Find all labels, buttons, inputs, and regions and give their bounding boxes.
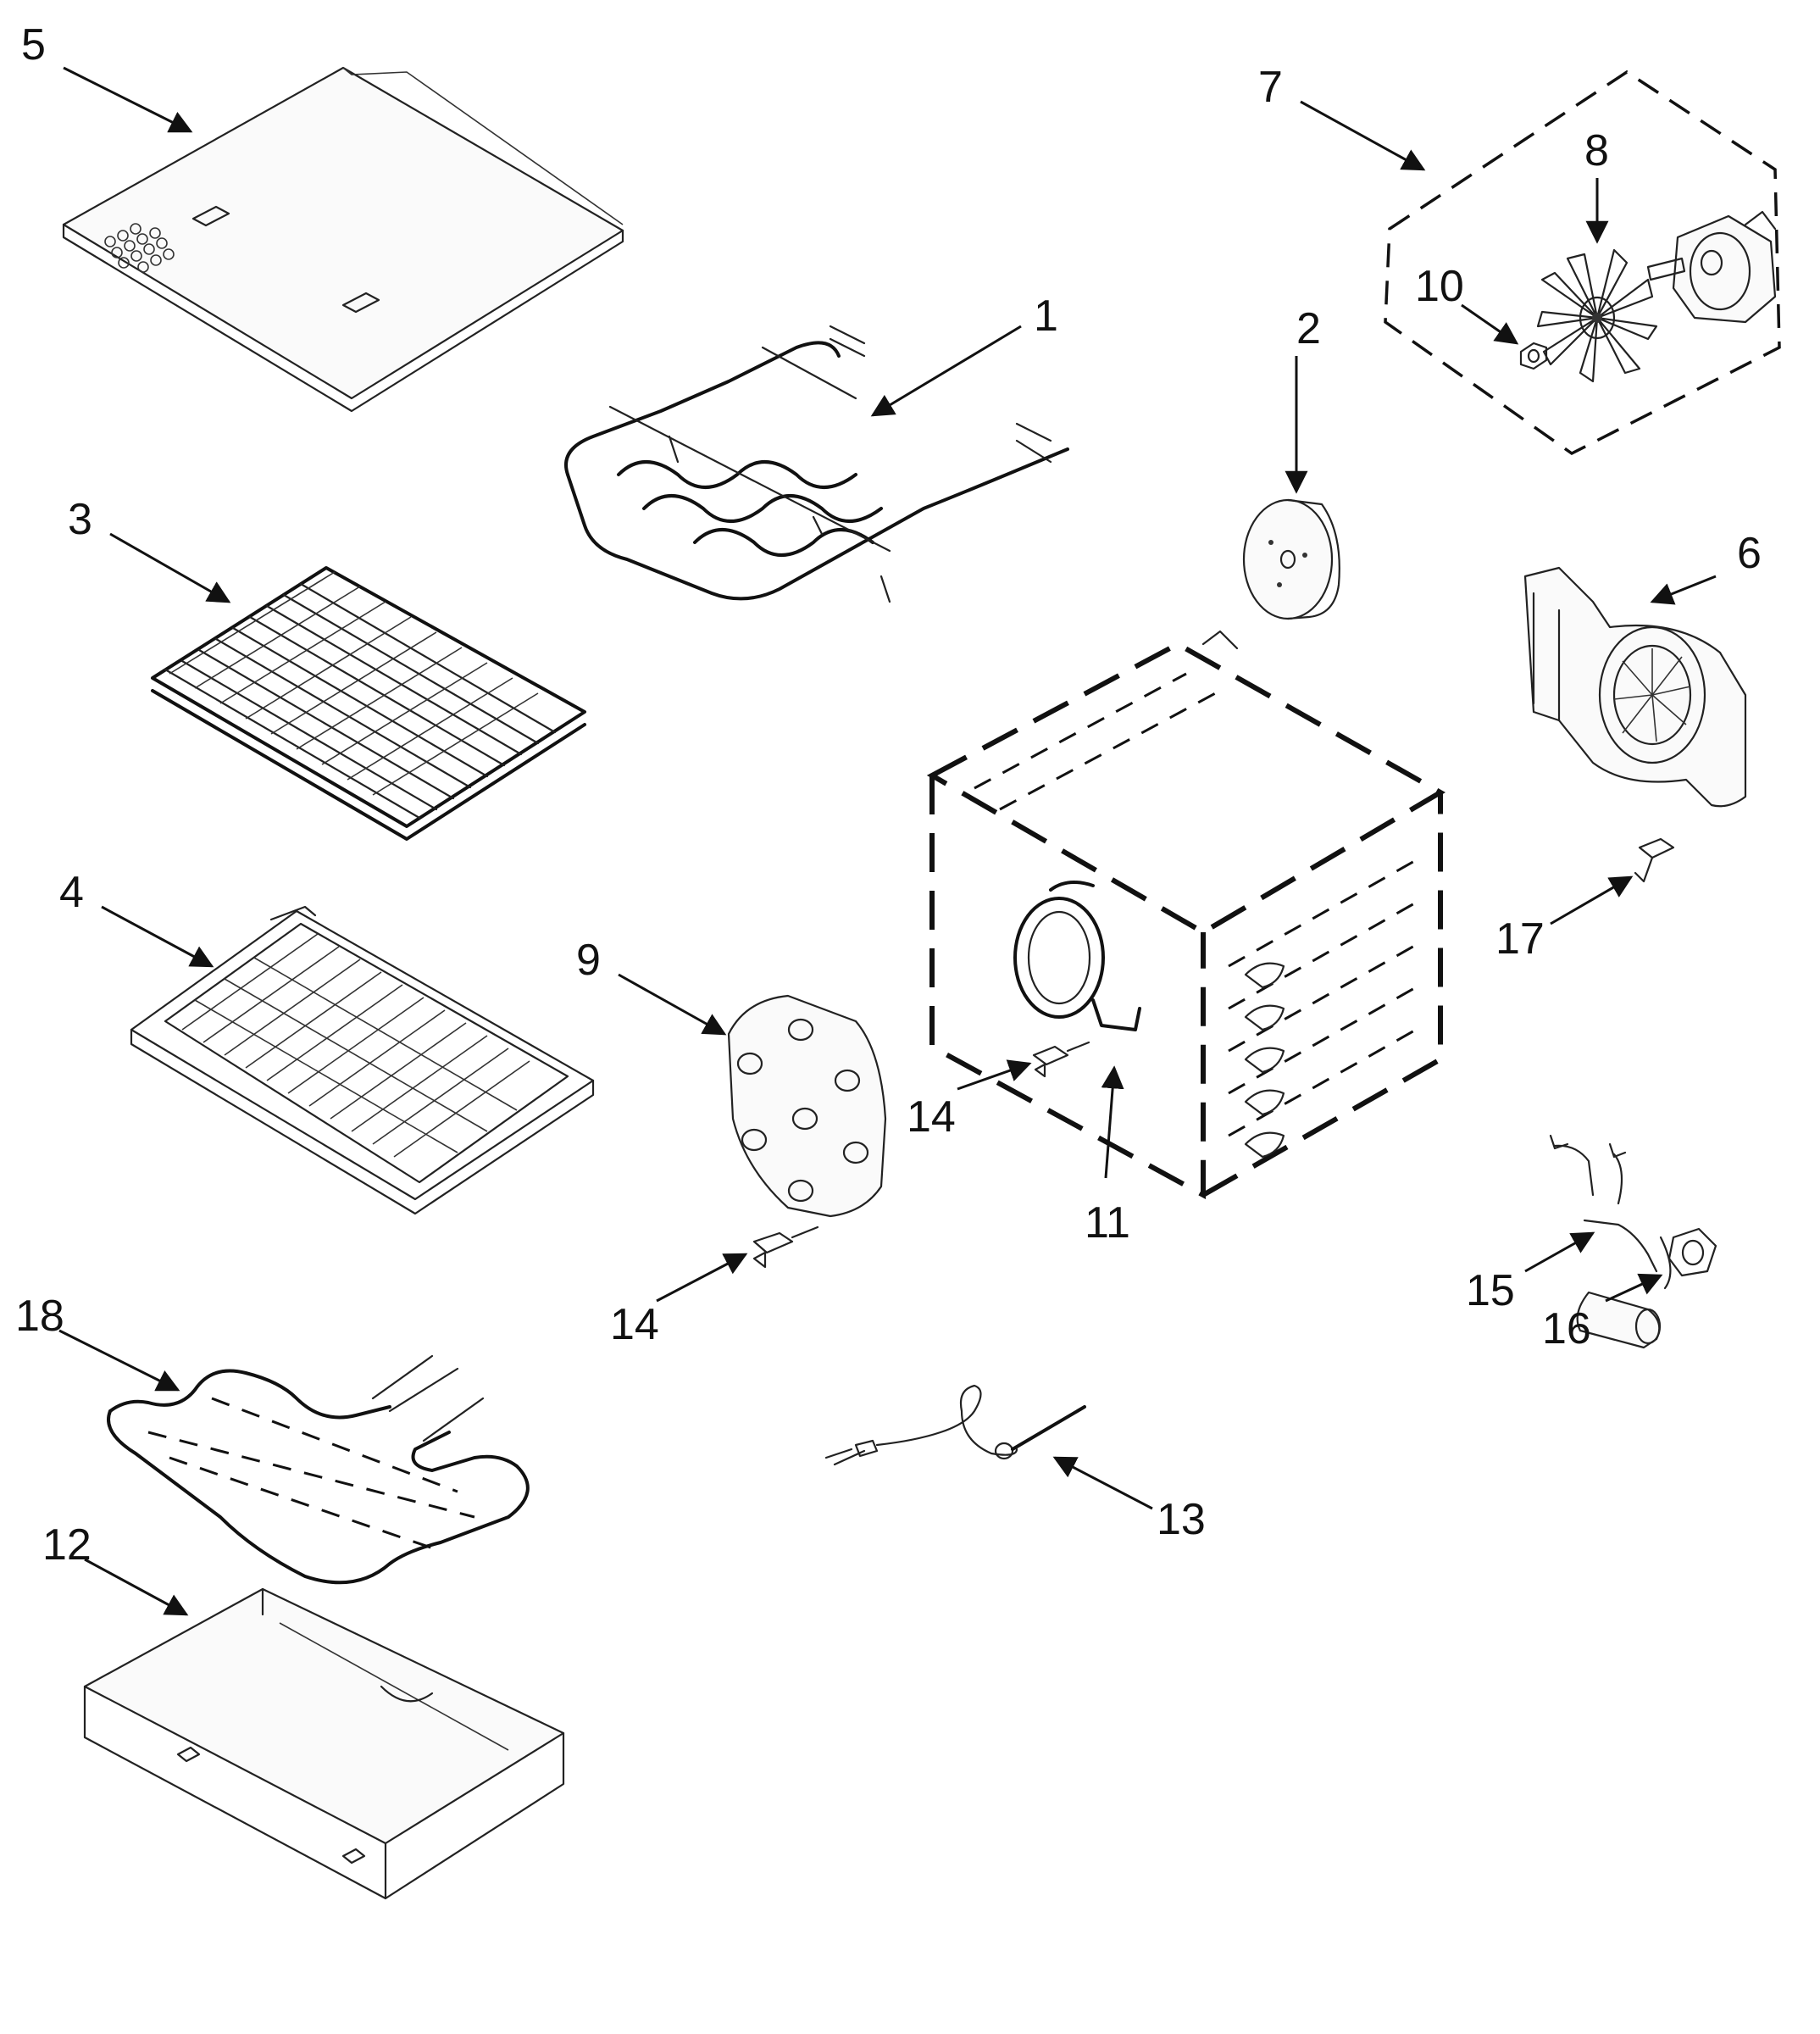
part-9-baffle-plate: [727, 994, 887, 1218]
part-16-nut: [1667, 1227, 1717, 1277]
part-15-sensor: [1549, 1134, 1672, 1349]
part-1-broil-element: [564, 325, 1069, 603]
callout-13: 13: [1157, 1495, 1206, 1544]
arrow-13: [1052, 1456, 1153, 1510]
callout-15: 15: [1466, 1266, 1515, 1315]
callout-9: 9: [576, 936, 601, 985]
part-6-fan-shroud: [1523, 566, 1747, 808]
arrow-4: [101, 905, 214, 968]
part-14-screw-lower: [752, 1225, 819, 1269]
arrow-14-lower: [656, 1253, 748, 1303]
callout-7: 7: [1258, 63, 1283, 112]
callout-14-upper: 14: [907, 1092, 956, 1142]
arrow-7: [1300, 100, 1426, 171]
callout-3: 3: [68, 495, 92, 544]
part-10-nut: [1519, 342, 1548, 370]
callout-10: 10: [1415, 262, 1464, 311]
callout-6: 6: [1737, 529, 1762, 578]
arrow-10: [1461, 303, 1519, 345]
callout-16: 16: [1542, 1304, 1591, 1353]
arrow-12: [84, 1558, 189, 1616]
fan-motor: [1646, 210, 1777, 324]
callout-12: 12: [42, 1520, 92, 1570]
arrow-9: [618, 973, 727, 1036]
part-5-top-panel: [62, 66, 624, 413]
part-2-filter-disk: [1242, 498, 1340, 620]
arrow-11: [1101, 1065, 1124, 1179]
part-11-oven-cavity: [926, 630, 1446, 1200]
arrow-6: [1650, 575, 1717, 605]
arrow-5: [63, 66, 193, 133]
part-7-fan-motor-kit: [1384, 69, 1781, 456]
arrow-18: [58, 1329, 180, 1392]
callout-11: 11: [1085, 1198, 1130, 1248]
callout-labels: 5 1 3 4 18 12 9 14 14 11 2 7 8 10 6 17 1…: [15, 20, 1762, 1570]
part-3-oven-rack: [151, 566, 586, 841]
part-4-rollout-rack: [130, 905, 595, 1215]
arrow-17: [1550, 875, 1634, 925]
callout-1: 1: [1034, 292, 1058, 341]
arrow-14-upper: [957, 1059, 1032, 1091]
callout-arrows: [58, 66, 1717, 1616]
arrow-16: [1605, 1273, 1663, 1303]
part-13-meat-probe: [824, 1384, 1086, 1466]
callout-8: 8: [1584, 126, 1609, 175]
part-14-screw-upper: [1032, 1041, 1090, 1078]
arrow-15: [1524, 1231, 1595, 1273]
arrow-3: [109, 532, 231, 603]
callout-14-lower: 14: [610, 1300, 659, 1349]
arrow-1: [870, 325, 1022, 417]
part-8-fan-blade: [1536, 248, 1658, 383]
callout-17: 17: [1495, 914, 1545, 964]
callout-2: 2: [1296, 304, 1321, 353]
callout-5: 5: [21, 20, 46, 69]
part-18-bake-element: [107, 1354, 530, 1585]
callout-4: 4: [59, 868, 84, 917]
part-17-screw: [1634, 837, 1675, 883]
part-12-bottom-tray: [83, 1587, 565, 1900]
callout-18: 18: [15, 1292, 64, 1341]
